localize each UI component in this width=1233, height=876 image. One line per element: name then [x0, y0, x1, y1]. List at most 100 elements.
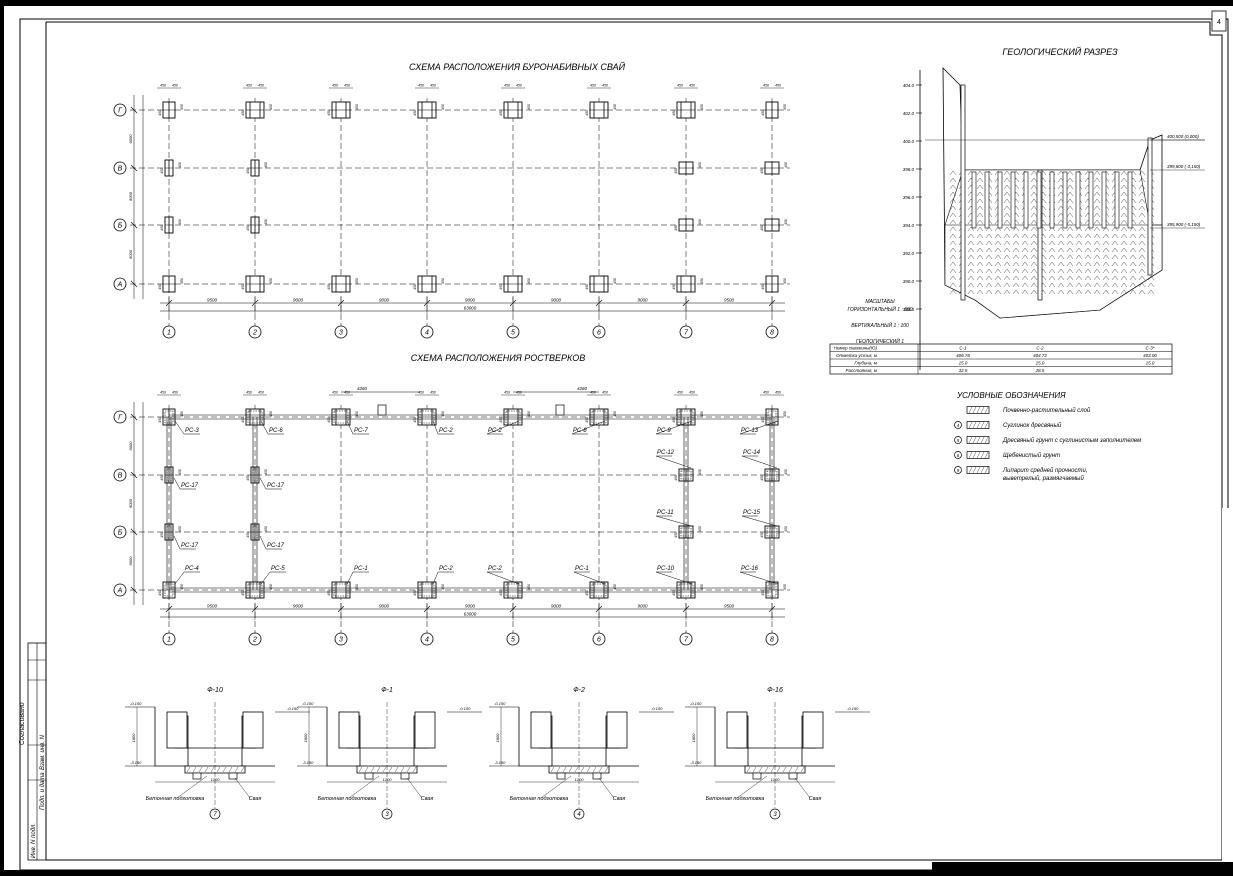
base-hatch — [394, 766, 399, 773]
col-axis-bubble — [679, 632, 693, 646]
soil-hatch — [1003, 177, 1011, 183]
legend-hatch — [984, 421, 989, 429]
soil-hatch — [976, 268, 984, 274]
base-hatch — [228, 766, 233, 773]
legend-hatch — [972, 436, 977, 444]
section-mark: -0.150 — [494, 701, 506, 706]
local-dim: 450 — [246, 475, 250, 481]
soil-hatch — [1138, 191, 1146, 197]
soil-hatch — [1030, 226, 1038, 232]
legend-hatch — [980, 436, 985, 444]
soil-hatch — [1057, 254, 1065, 260]
local-dim: 450 — [180, 104, 184, 110]
top-dim: 450 — [344, 391, 350, 395]
base-hatch — [604, 766, 609, 773]
soil-hatch — [1120, 254, 1128, 260]
soil-hatch — [976, 219, 984, 225]
span-dim: 9000 — [379, 298, 390, 303]
soil-hatch — [1030, 184, 1038, 190]
base-hatch — [186, 766, 191, 773]
soil-hatch — [1093, 184, 1101, 190]
local-dim: 450 — [585, 417, 589, 423]
local-dim: 450 — [672, 417, 676, 423]
soil-hatch — [976, 233, 984, 239]
note-leader — [598, 777, 615, 799]
soil-hatch — [1084, 268, 1092, 274]
soil-hatch — [967, 289, 975, 295]
label-leader — [739, 571, 779, 585]
soil-hatch — [1003, 240, 1011, 246]
top-dim: 450 — [689, 84, 695, 88]
elevation-label: 398.0 — [903, 167, 915, 172]
row-axis-bubble — [113, 583, 127, 597]
soil-hatch — [1138, 268, 1146, 274]
column-pocket — [802, 711, 824, 749]
side-span-dim: 6000 — [128, 498, 133, 508]
soil-hatch — [1003, 184, 1011, 190]
legend-text: Дресвяный грунт с суглинистым заполнител… — [1002, 437, 1141, 444]
column-pocket — [242, 711, 264, 749]
label-leader — [655, 455, 692, 469]
soil-hatch — [1120, 177, 1128, 183]
base-hatch — [382, 766, 387, 773]
local-dim: 450 — [327, 284, 331, 290]
soil-hatch — [976, 240, 984, 246]
elevation-label: 400.0 — [903, 139, 915, 144]
soil-hatch — [1021, 247, 1029, 253]
section-axis-label: 4 — [577, 812, 581, 818]
soil-hatch — [1093, 254, 1101, 260]
soil-hatch — [1048, 254, 1056, 260]
soil-hatch — [1102, 268, 1110, 274]
base-hatch — [204, 766, 209, 773]
soil-hatch — [1075, 240, 1083, 246]
col-axis-label: 8 — [770, 637, 774, 644]
soil-hatch — [949, 282, 957, 288]
label-leader — [174, 420, 185, 435]
local-dim: 450 — [158, 110, 162, 116]
col-axis-bubble — [592, 632, 606, 646]
section-axis-bubble — [381, 808, 393, 820]
grillage-label: РС-9 — [657, 428, 671, 434]
soil-hatch — [1120, 233, 1128, 239]
elevation-label: 402.0 — [903, 111, 915, 116]
soil-hatch — [1030, 240, 1038, 246]
soil-hatch — [1066, 198, 1074, 204]
legend-hatch — [984, 406, 989, 414]
soil-hatch — [985, 275, 993, 281]
soil-hatch — [1003, 212, 1011, 218]
soil-hatch — [1030, 170, 1038, 176]
base-hatch — [370, 766, 375, 773]
soil-hatch — [1093, 219, 1101, 225]
soil-hatch — [949, 170, 957, 176]
section-dim: 1200 — [383, 777, 393, 782]
grillage-label: РС-13 — [741, 428, 759, 434]
top-dim: 450 — [602, 391, 608, 395]
soil-hatch — [1138, 233, 1146, 239]
soil-hatch — [1066, 177, 1074, 183]
col-axis-label: 2 — [252, 637, 257, 644]
soil-hatch — [1093, 275, 1101, 281]
col-axis-label: 7 — [684, 330, 689, 337]
soil-hatch — [949, 219, 957, 225]
soil-hatch — [976, 289, 984, 295]
soil-hatch — [1012, 282, 1020, 288]
label-leader — [173, 535, 181, 550]
soil-hatch — [1057, 282, 1065, 288]
soil-hatch — [1138, 198, 1146, 204]
legend-num: 9 — [957, 468, 960, 473]
soil-hatch — [1066, 184, 1074, 190]
soil-hatch — [1012, 261, 1020, 267]
foundation-sections: Ф-10-0.150-0.150-3.150712001900Бетонная … — [125, 687, 870, 820]
top-dim: 450 — [172, 84, 178, 88]
legend-swatch-clay — [966, 421, 990, 429]
soil-hatch — [1102, 233, 1110, 239]
soil-hatch — [1102, 275, 1110, 281]
soil-hatch — [1057, 275, 1065, 281]
soil-hatch — [1102, 254, 1110, 260]
top-span-dim: 4260 — [577, 386, 588, 391]
soil-hatch — [967, 226, 975, 232]
soil-hatch — [1075, 282, 1083, 288]
soil-hatch — [1003, 247, 1011, 253]
top-dim: 450 — [677, 391, 683, 395]
